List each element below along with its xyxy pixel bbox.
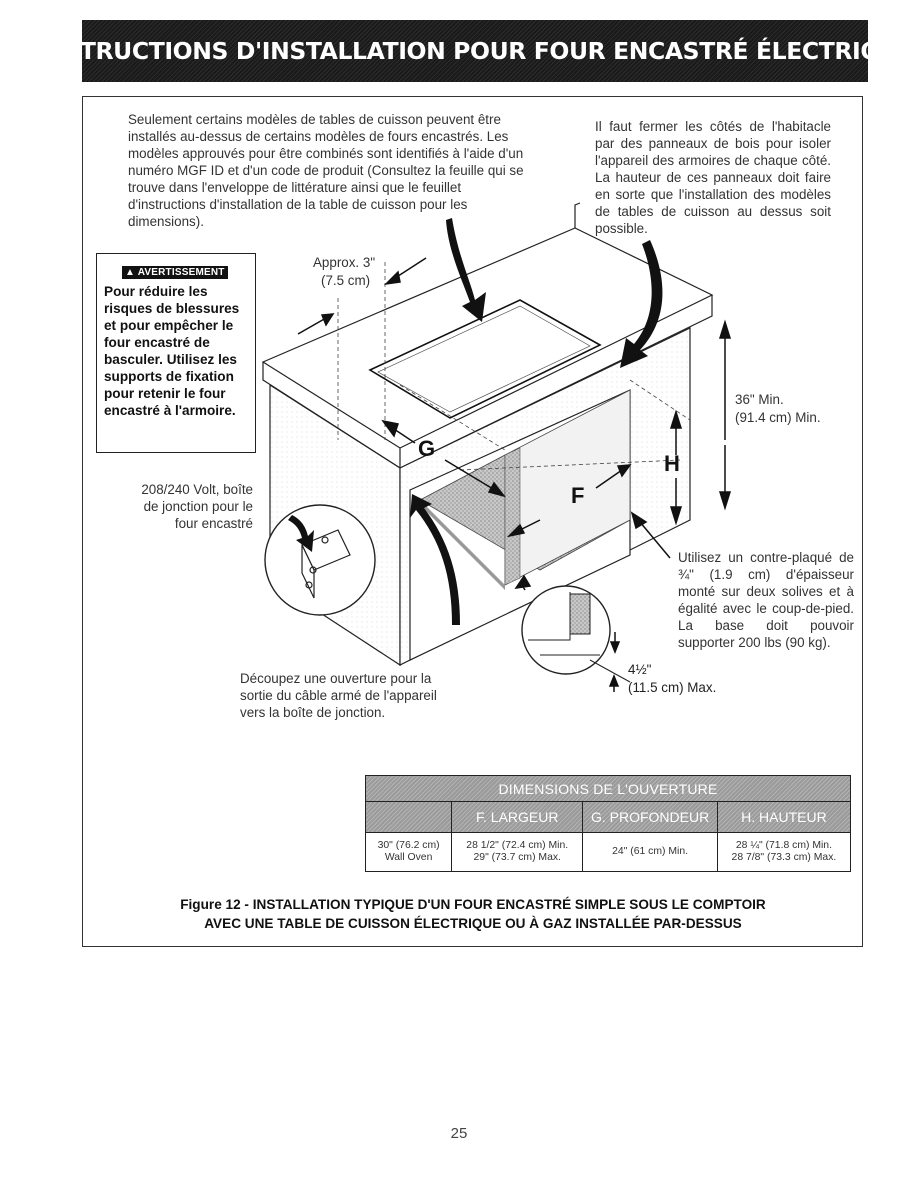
table-header-width: F. LARGEUR [451, 801, 584, 833]
dimensions-table: DIMENSIONS DE L'OUVERTURE F. LARGEUR G. … [364, 775, 852, 872]
width-line-1: 28 1/2" (72.4 cm) Min. [466, 840, 569, 851]
height-label-2: (91.4 cm) Min. [735, 410, 821, 425]
table-header-depth: G. PROFONDEUR [582, 801, 718, 833]
height-line-1: 28 ¼" (71.8 cm) Min. [735, 840, 832, 851]
curved-arrows [288, 218, 663, 625]
height-label-1: 36" Min. [735, 392, 784, 407]
depth-line: 24" (61 cm) Min. [612, 846, 689, 857]
warning-label: ▲ AVERTISSEMENT [122, 266, 228, 279]
figure-frame [82, 96, 863, 947]
page-title: INSTRUCTIONS D'INSTALLATION POUR FOUR EN… [35, 37, 915, 65]
base-detail-circle [521, 585, 611, 675]
table-header-height: H. HAUTEUR [716, 801, 852, 833]
cooktop [368, 299, 602, 419]
junction-label: 208/240 Volt, boîte de jonction pour le … [141, 482, 253, 531]
model-line-1: 30" (76.2 cm) [377, 840, 440, 851]
figure-caption: Figure 12 - INSTALLATION TYPIQUE D'UN FO… [100, 895, 846, 933]
intro-right-paragraph: Il faut fermer les côtés de l'habitacle … [595, 119, 831, 236]
model-line-2: Wall Oven [384, 852, 433, 863]
page-number: 25 [450, 1125, 468, 1142]
page-header-banner: INSTRUCTIONS D'INSTALLATION POUR FOUR EN… [36, 20, 915, 82]
table-row: 30" (76.2 cm) Wall Oven 28 1/2" (72.4 cm… [364, 832, 852, 872]
approx-label-2: (7.5 cm) [321, 273, 371, 288]
table-cell-depth: 24" (61 cm) Min. [582, 832, 718, 872]
table-header-blank [364, 801, 453, 833]
dimension-letter-g: G [418, 436, 436, 461]
caption-line-1: Figure 12 - INSTALLATION TYPIQUE D'UN FO… [180, 897, 766, 912]
junction-box-icon [301, 529, 351, 599]
table-cell-width: 28 1/2" (72.4 cm) Min. 29" (73.7 cm) Max… [451, 832, 584, 872]
warning-triangle-icon: ▲ [125, 267, 136, 278]
warning-box: ▲ AVERTISSEMENT Pour réduire les risques… [96, 253, 256, 453]
caption-line-2: AVEC UNE TABLE DE CUISSON ÉLECTRIQUE OU … [204, 916, 742, 931]
dimension-arrows [297, 257, 732, 692]
max-label-1: 4½" [628, 662, 652, 677]
table-title: DIMENSIONS DE L'OUVERTURE [365, 775, 851, 802]
dimension-letter-h: H [664, 451, 680, 476]
table-cell-height: 28 ¼" (71.8 cm) Min. 28 7/8" (73.3 cm) M… [716, 832, 852, 872]
approx-label-1: Approx. 3" [313, 255, 376, 270]
width-line-2: 29" (73.7 cm) Max. [473, 852, 561, 863]
table-cell-model: 30" (76.2 cm) Wall Oven [364, 832, 453, 872]
warning-label-text: AVERTISSEMENT [137, 267, 225, 278]
plywood-label: Utilisez un contre-plaqué de ¾" (1.9 cm)… [678, 550, 854, 650]
height-line-2: 28 7/8" (73.3 cm) Max. [731, 852, 837, 863]
cutout-label: Découpez une ouverture pour la sortie du… [240, 671, 437, 720]
dimension-letter-f: F [571, 483, 585, 508]
intro-left-paragraph: Seulement certains modèles de tables de … [128, 112, 524, 229]
warning-text: Pour réduire les risques de blessures et… [104, 284, 240, 418]
max-label-2: (11.5 cm) Max. [628, 680, 717, 695]
